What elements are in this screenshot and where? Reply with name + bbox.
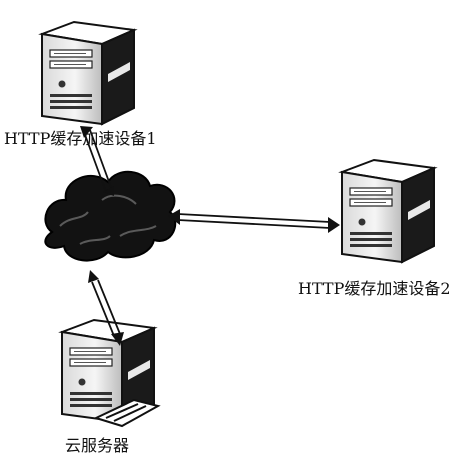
device2-server-icon: [341, 159, 435, 263]
device2-label: HTTP缓存加速设备2: [298, 279, 451, 298]
connector-network-cloud-server: [88, 270, 124, 346]
network-cloud-icon: [44, 171, 177, 262]
cloud-server-label: 云服务器: [65, 436, 130, 455]
device1-label: HTTP缓存加速设备1: [4, 129, 157, 148]
connector-network-device2: [168, 209, 340, 233]
cloud-server-icon: [61, 319, 161, 428]
connector-device1-network: [80, 126, 114, 196]
device1-server-icon: [41, 21, 135, 125]
